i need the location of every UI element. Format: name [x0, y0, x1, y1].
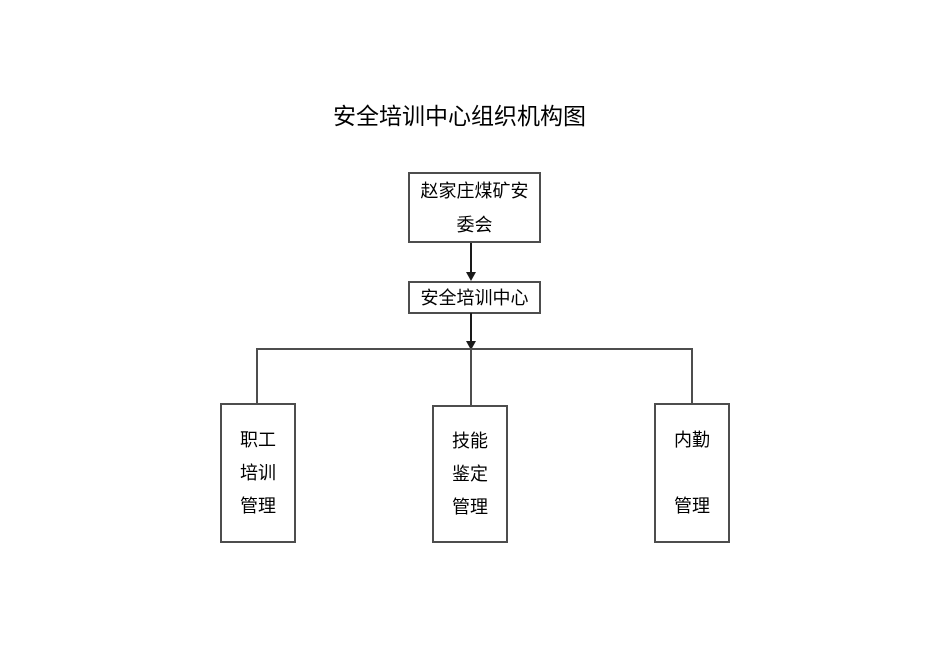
safety-committee-line1: 赵家庄煤矿安: [420, 180, 529, 201]
staff-training-line3: 管理: [240, 495, 276, 516]
branch-drop-right: [691, 348, 693, 405]
staff-training-line2: 培训: [240, 462, 276, 483]
skill-appraisal-line1: 技能: [452, 430, 488, 451]
arrow-committee-to-center-line: [470, 243, 472, 273]
staff-training-line1: 职工: [240, 429, 276, 450]
staff-training-box: 职工 培训 管理: [220, 403, 296, 543]
skill-appraisal-box: 技能 鉴定 管理: [432, 405, 508, 543]
internal-affairs-line3: 管理: [674, 495, 710, 516]
safety-committee-line2: 委会: [456, 214, 493, 235]
branch-drop-middle: [470, 350, 472, 407]
arrowhead-down-icon: [466, 341, 476, 350]
internal-affairs-line1: 内勤: [674, 429, 710, 450]
branch-drop-left: [256, 348, 258, 405]
branch-horizontal-line: [256, 348, 693, 350]
training-center-box: 安全培训中心: [408, 281, 541, 314]
page-title: 安全培训中心组织机构图: [333, 104, 586, 129]
safety-committee-box: 赵家庄煤矿安 委会: [408, 172, 541, 243]
arrow-center-to-branch-line: [470, 313, 472, 341]
skill-appraisal-line3: 管理: [452, 496, 488, 517]
training-center-label: 安全培训中心: [420, 287, 529, 308]
arrowhead-down-icon: [466, 272, 476, 281]
internal-affairs-box: 内勤 管理: [654, 403, 730, 543]
skill-appraisal-line2: 鉴定: [452, 463, 488, 484]
